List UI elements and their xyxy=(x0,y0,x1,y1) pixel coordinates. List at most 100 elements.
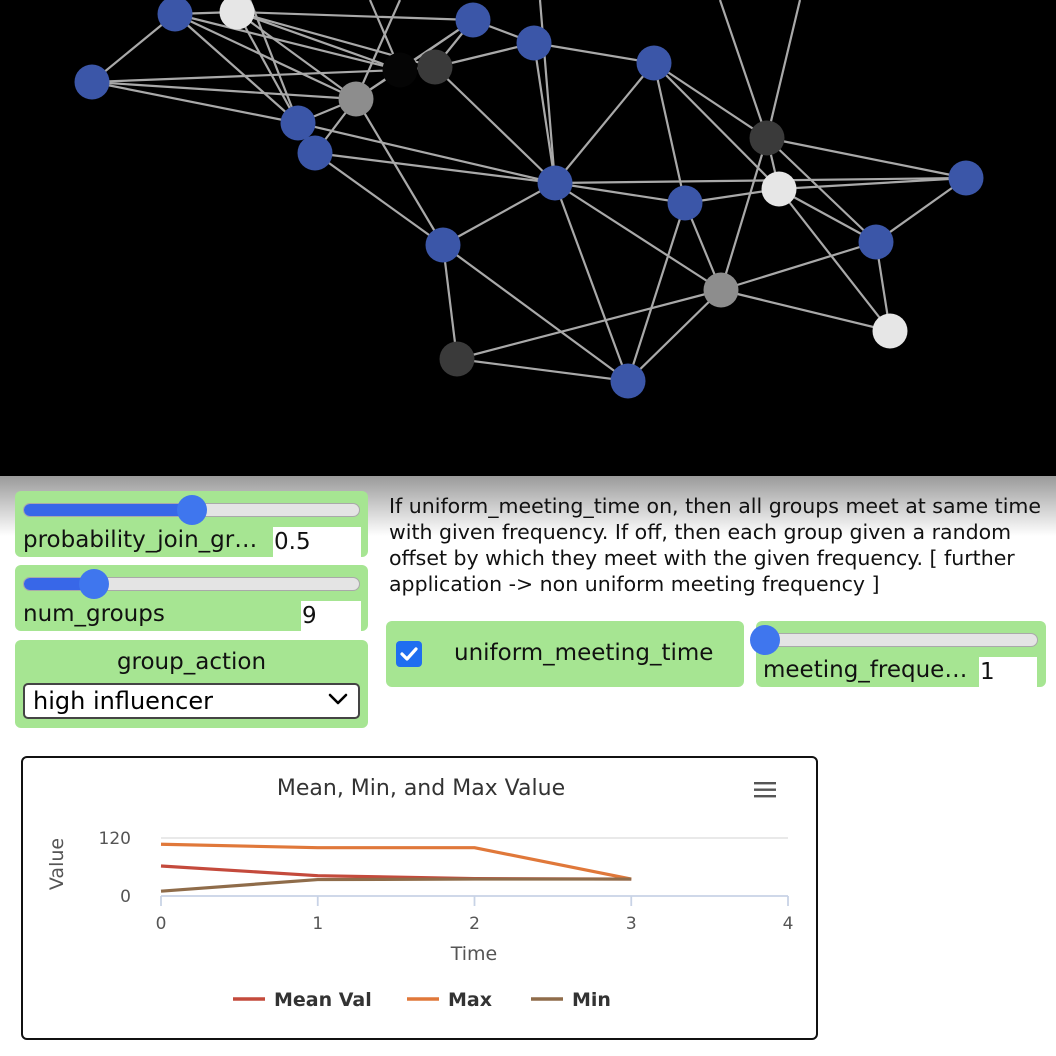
network-edge xyxy=(653,62,780,190)
chart-panel: Mean, Min, and Max Value 0 120 0 1 2 3 4 Value… xyxy=(21,756,818,1040)
network-edge xyxy=(765,0,802,139)
uniform-meeting-time-widget[interactable]: uniform_meeting_time xyxy=(386,621,744,687)
slider-fill xyxy=(24,578,95,590)
network-node[interactable] xyxy=(338,81,374,117)
probability-join-group-value[interactable]: 0.5 xyxy=(273,527,361,557)
network-node[interactable] xyxy=(636,45,672,81)
network-node[interactable] xyxy=(749,120,785,156)
network-edge xyxy=(626,202,687,382)
network-edge xyxy=(355,98,444,246)
network-node[interactable] xyxy=(537,165,573,201)
chart-axes: 0 120 0 1 2 3 4 xyxy=(99,829,794,934)
uniform-meeting-time-checkbox[interactable] xyxy=(396,641,422,667)
network-edge xyxy=(174,13,357,100)
slider-thumb[interactable] xyxy=(750,625,780,655)
slider-thumb[interactable] xyxy=(176,495,207,525)
probability-join-group-widget: probability_join_gr… 0.5 xyxy=(15,491,368,557)
network-edge xyxy=(766,137,877,243)
network-node[interactable] xyxy=(761,171,797,207)
network-node[interactable] xyxy=(610,363,646,399)
legend-item[interactable]: Min xyxy=(531,989,611,1011)
network-edge xyxy=(554,62,655,184)
chart-title: Mean, Min, and Max Value xyxy=(277,776,565,801)
network-edge xyxy=(442,182,556,246)
x-tick-label: 3 xyxy=(626,914,637,934)
network-node[interactable] xyxy=(382,52,418,88)
x-tick-label: 4 xyxy=(783,914,794,934)
network-node[interactable] xyxy=(858,224,894,260)
network-node[interactable] xyxy=(948,160,984,196)
legend-label: Mean Val xyxy=(274,989,372,1011)
legend-label: Min xyxy=(572,989,611,1011)
meeting-frequency-label: meeting_freque… xyxy=(763,657,968,683)
hamburger-menu-icon[interactable] xyxy=(751,778,781,802)
legend-item[interactable]: Max xyxy=(407,989,492,1011)
network-background xyxy=(0,0,1056,476)
group-action-label: group_action xyxy=(116,649,267,675)
meeting-frequency-value[interactable]: 1 xyxy=(979,657,1037,687)
network-edge xyxy=(720,288,891,333)
num-groups-label: num_groups xyxy=(23,601,165,627)
line-chart: Mean, Min, and Max Value 0 120 0 1 2 3 4 Value… xyxy=(46,776,794,1011)
slider-thumb[interactable] xyxy=(79,569,110,599)
network-node[interactable] xyxy=(703,272,739,308)
x-tick-label: 2 xyxy=(469,914,480,934)
network-edge xyxy=(720,240,877,292)
network-edge xyxy=(718,0,769,139)
network-edge xyxy=(554,182,722,291)
network-edge xyxy=(456,357,629,383)
network-edge xyxy=(719,137,769,291)
network-edge xyxy=(532,42,557,184)
info-text: If uniform_meeting_time on, then all gro… xyxy=(389,494,1041,596)
series-line-min[interactable] xyxy=(160,877,632,893)
probability-join-group-slider[interactable] xyxy=(23,495,360,525)
num-groups-value[interactable]: 9 xyxy=(301,601,361,631)
network-edge xyxy=(627,289,722,382)
network-edge xyxy=(236,10,474,22)
meeting-frequency-widget: meeting_freque… 1 xyxy=(750,621,1046,687)
num-groups-slider[interactable] xyxy=(23,569,360,599)
network-node[interactable] xyxy=(157,0,193,32)
network-edge xyxy=(653,62,768,139)
network-edge xyxy=(236,11,357,100)
probability-join-group-label: probability_join_gr… xyxy=(23,527,258,553)
network-node[interactable] xyxy=(425,227,461,263)
legend-item[interactable]: Mean Val xyxy=(233,989,372,1011)
network-edge xyxy=(297,121,556,185)
network-edge xyxy=(91,80,357,101)
series-line-mean-val[interactable] xyxy=(160,864,632,881)
network-edge xyxy=(875,177,967,243)
x-tick-label: 0 xyxy=(156,914,167,934)
chart-legend[interactable]: Mean Val Max Min xyxy=(233,989,611,1011)
network-node[interactable] xyxy=(872,313,908,349)
network-edge xyxy=(91,68,401,84)
group-action-selected-value: high influencer xyxy=(33,687,213,715)
x-tick-label: 1 xyxy=(312,914,323,934)
network-node[interactable] xyxy=(417,49,453,85)
network-node[interactable] xyxy=(516,25,552,61)
network-node[interactable] xyxy=(219,0,255,30)
network-edge xyxy=(652,62,687,204)
network-graph[interactable] xyxy=(0,0,1056,476)
meeting-frequency-slider[interactable] xyxy=(750,625,1038,655)
series-line-max[interactable] xyxy=(160,842,632,881)
network-node[interactable] xyxy=(74,64,110,100)
chevron-down-icon xyxy=(328,693,348,705)
group-action-select[interactable]: high influencer xyxy=(23,683,360,719)
network-edge xyxy=(354,0,402,100)
num-groups-widget: num_groups 9 xyxy=(15,565,368,631)
network-edge xyxy=(766,136,967,180)
legend-label: Max xyxy=(448,989,492,1011)
network-node[interactable] xyxy=(280,105,316,141)
network-edge xyxy=(778,188,877,243)
x-axis-label: Time xyxy=(450,943,498,965)
network-node[interactable] xyxy=(297,135,333,171)
network-edge xyxy=(553,182,630,382)
network-node[interactable] xyxy=(667,185,703,221)
network-node[interactable] xyxy=(455,2,491,38)
y-tick-label: 120 xyxy=(99,829,131,849)
network-node[interactable] xyxy=(439,341,475,377)
network-edge xyxy=(236,11,299,124)
y-axis-label: Value xyxy=(46,838,68,890)
y-tick-label: 0 xyxy=(120,887,131,907)
